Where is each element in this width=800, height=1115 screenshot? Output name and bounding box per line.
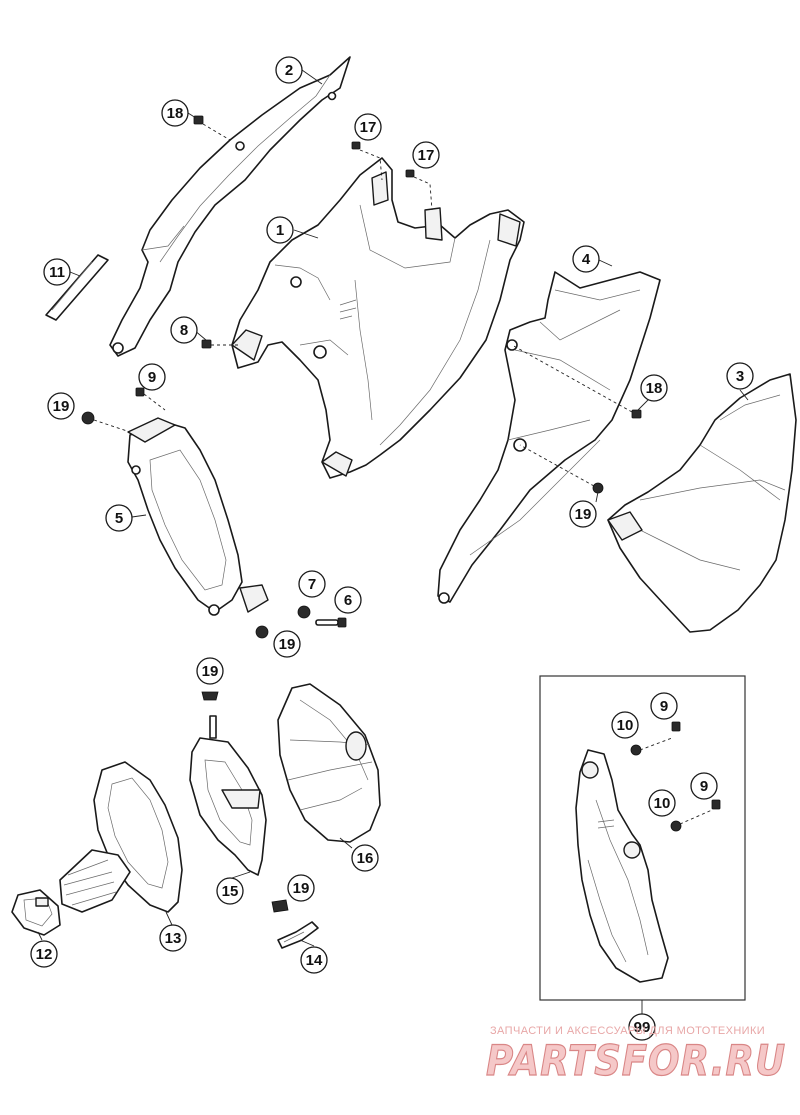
svg-text:4: 4 — [582, 251, 591, 268]
fastener-19d — [201, 691, 219, 701]
svg-text:19: 19 — [575, 506, 592, 523]
svg-text:19: 19 — [293, 880, 310, 897]
kit-fasteners — [630, 721, 721, 832]
callout-17a: 17 — [354, 113, 382, 141]
fastener-19c — [255, 625, 269, 639]
callout-16: 16 — [351, 844, 379, 872]
svg-text:10: 10 — [654, 795, 671, 812]
fastener-19e — [271, 899, 289, 913]
leader-lines — [37, 69, 749, 1015]
svg-text:7: 7 — [308, 576, 316, 593]
svg-text:2: 2 — [285, 62, 293, 79]
svg-text:9: 9 — [700, 778, 708, 795]
part-12-hose-clamp — [11, 889, 61, 936]
svg-text:12: 12 — [36, 946, 53, 963]
callout-6: 6 — [334, 586, 362, 614]
callout-19d: 19 — [196, 657, 224, 685]
svg-text:9: 9 — [660, 698, 668, 715]
callout-10b: 10 — [648, 789, 676, 817]
part-5-filter-frame — [127, 417, 269, 616]
callout-14: 14 — [300, 946, 328, 974]
fastener-8 — [201, 339, 240, 349]
callout-3: 3 — [726, 362, 754, 390]
callout-9b: 9 — [650, 692, 678, 720]
part-15-inner-frame — [189, 715, 267, 876]
callout-17b: 17 — [412, 141, 440, 169]
kit-99-bracket — [575, 749, 669, 983]
svg-text:17: 17 — [360, 119, 377, 136]
callout-10a: 10 — [611, 711, 639, 739]
callout-4: 4 — [572, 245, 600, 273]
part-11-strip — [45, 254, 109, 321]
svg-text:18: 18 — [646, 380, 663, 397]
svg-text:9: 9 — [148, 369, 156, 386]
callout-2: 2 — [275, 56, 303, 84]
svg-text:15: 15 — [222, 883, 239, 900]
svg-text:17: 17 — [418, 147, 435, 164]
callout-9a: 9 — [138, 363, 166, 391]
svg-text:8: 8 — [180, 322, 188, 339]
watermark-brand: PARTSFOR.RU — [486, 1036, 786, 1085]
callout-5: 5 — [105, 504, 133, 532]
callout-7: 7 — [298, 570, 326, 598]
callout-11: 11 — [43, 258, 71, 286]
callout-19b: 19 — [569, 500, 597, 528]
fastener-18a — [193, 115, 231, 141]
part-3-side-cover — [607, 373, 797, 633]
fastener-19a — [81, 411, 131, 433]
svg-text:10: 10 — [617, 717, 634, 734]
callout-99: 99 — [628, 1013, 656, 1041]
callout-13: 13 — [159, 924, 187, 952]
svg-text:14: 14 — [306, 952, 323, 969]
svg-text:3: 3 — [736, 368, 744, 385]
part-14-clip — [277, 921, 319, 949]
svg-text:19: 19 — [279, 636, 296, 653]
part-16-filter-cap — [277, 683, 381, 843]
svg-text:5: 5 — [115, 510, 123, 527]
svg-text:16: 16 — [357, 850, 374, 867]
callout-19c: 19 — [273, 630, 301, 658]
part-4-side-cover — [437, 271, 661, 604]
svg-text:99: 99 — [634, 1019, 651, 1036]
svg-text:19: 19 — [202, 663, 219, 680]
fastener-18b — [511, 344, 642, 419]
part-1-airbox — [231, 157, 525, 479]
callout-9c: 9 — [690, 772, 718, 800]
callout-12: 12 — [30, 940, 58, 968]
callout-1: 1 — [266, 216, 294, 244]
kit-99-box — [539, 675, 746, 1001]
svg-text:18: 18 — [167, 105, 184, 122]
watermark-tagline: ЗАПЧАСТИ И АКСЕССУАРЫ ДЛЯ МОТОТЕХНИКИ — [490, 1025, 765, 1037]
part-13-intake-boot — [59, 761, 183, 913]
svg-text:11: 11 — [49, 264, 65, 281]
svg-text:13: 13 — [165, 930, 182, 947]
callout-18b: 18 — [640, 374, 668, 402]
callout-19a: 19 — [47, 392, 75, 420]
callout-19e: 19 — [287, 874, 315, 902]
fastener-7-6 — [297, 605, 347, 628]
fastener-19b — [519, 444, 604, 494]
part-2-side-trim — [109, 56, 351, 357]
fastener-9a — [135, 387, 166, 411]
callout-15: 15 — [216, 877, 244, 905]
svg-text:1: 1 — [276, 222, 284, 239]
fastener-17b — [405, 169, 433, 211]
svg-text:19: 19 — [53, 398, 70, 415]
fastener-17a — [351, 141, 383, 181]
callout-18a: 18 — [161, 99, 189, 127]
svg-text:6: 6 — [344, 592, 352, 609]
callout-8: 8 — [170, 316, 198, 344]
watermark: ЗАПЧАСТИ И АКСЕССУАРЫ ДЛЯ МОТОТЕХНИКИ PA… — [485, 1025, 786, 1086]
